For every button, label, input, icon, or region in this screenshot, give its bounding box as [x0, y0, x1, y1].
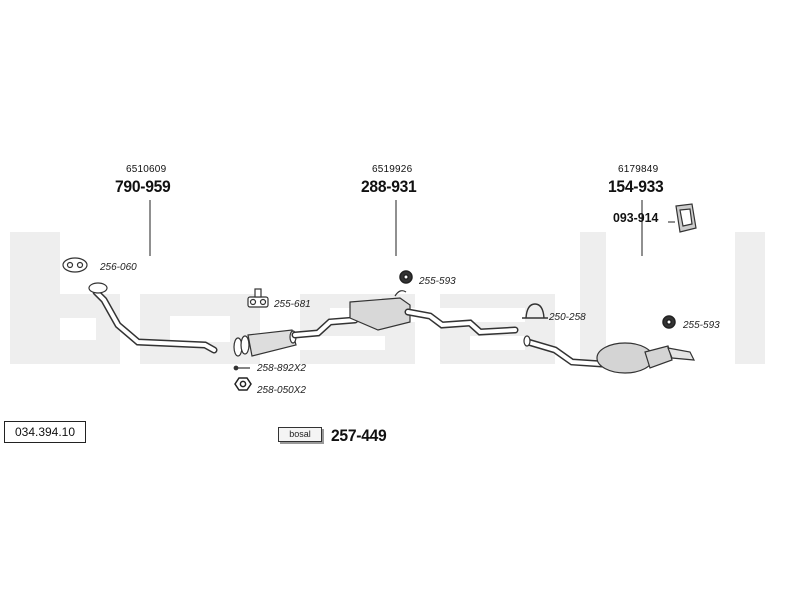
centre-silencer [349, 290, 411, 331]
bracket-part-number: 093-914 [613, 210, 659, 225]
front-pipe [88, 282, 218, 354]
leader-lines [149, 200, 675, 256]
gasket-part-number: 256-060 [100, 262, 137, 273]
nut-part-number: 258-050X2 [257, 385, 306, 396]
bolt-part-number: 258-892X2 [257, 363, 306, 374]
bolt-icon [233, 365, 250, 371]
watermark-letters [10, 232, 765, 364]
kit-brand-tag: bosal [278, 427, 322, 442]
part-number-rear-silencer: 154-933 [608, 177, 664, 196]
part-number-centre-silencer: 288-931 [361, 177, 417, 196]
hanger-icon [247, 288, 269, 308]
rubber-ring-rear-icon [662, 315, 676, 329]
reference-number-box: 034.394.10 [4, 421, 86, 443]
ring-mid-part-number: 255-593 [419, 276, 456, 287]
clamp-icon [522, 303, 548, 319]
oem-number-rear: 6179849 [618, 164, 659, 175]
rubber-ring-mid-icon [399, 270, 413, 284]
nut-icon [234, 377, 252, 391]
oem-number-front: 6510609 [126, 164, 167, 175]
hanger-part-number: 255-681 [274, 299, 311, 310]
catalytic-converter [233, 329, 297, 357]
oem-number-centre: 6519926 [372, 164, 413, 175]
rear-link-pipe [404, 308, 519, 336]
kit-part-number: 257-449 [331, 426, 387, 445]
part-number-front-pipe: 790-959 [115, 177, 171, 196]
bracket-icon [675, 203, 697, 233]
ring-rear-part-number: 255-593 [683, 320, 720, 331]
middle-pipe [291, 316, 359, 339]
gasket-icon [62, 257, 88, 273]
rear-silencer [523, 335, 696, 374]
clamp-part-number: 250-258 [549, 312, 586, 323]
